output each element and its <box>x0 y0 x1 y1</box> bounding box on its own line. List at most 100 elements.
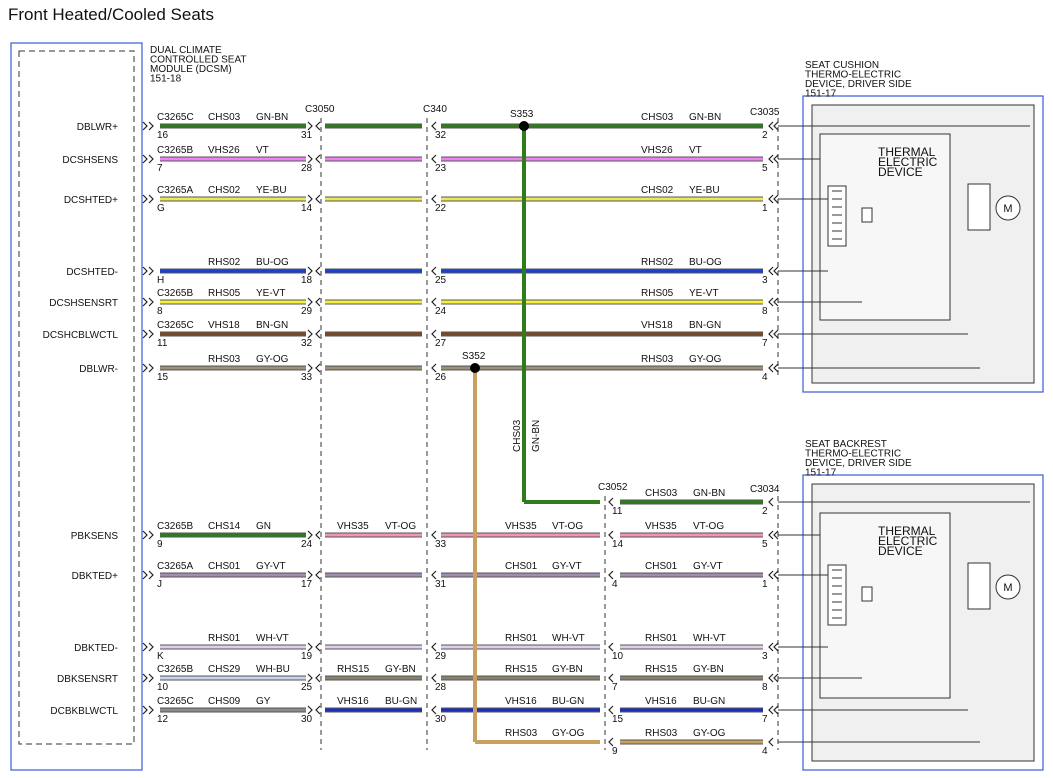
circuit-a-label: VHS18 <box>208 320 240 331</box>
module-pin-arrow <box>148 266 154 276</box>
device-pin-number: 1 <box>762 579 768 590</box>
backrest-device-heater-coil <box>832 569 842 619</box>
c3052-arrow <box>608 570 614 580</box>
c3052-arrow <box>608 530 614 540</box>
c3050-arrow-left <box>307 329 313 339</box>
c340-arrow <box>431 363 437 373</box>
color-b-label: BU-GN <box>693 696 725 707</box>
cushion-device-thermal-label: THERMAL <box>878 145 936 159</box>
module-box <box>10 42 143 771</box>
color-a-label: YE-BU <box>256 185 287 196</box>
backrest-device-motor-icon <box>995 574 1021 600</box>
device-arrow <box>773 363 779 373</box>
cushion-device-heater-icon <box>827 185 847 247</box>
conn-a-label: C3265A <box>157 185 193 196</box>
color-a-label: WH-VT <box>256 633 289 644</box>
c340-pin-number: 23 <box>435 163 447 174</box>
conn-a-label: C3265C <box>157 696 194 707</box>
device-arrow <box>773 570 779 580</box>
color-m2-label: GY-BN <box>552 664 583 675</box>
circuit-a-label: RHS03 <box>208 354 241 365</box>
device-arrow <box>768 329 774 339</box>
color-b-label: BN-GN <box>689 320 721 331</box>
color-label: GN-BN <box>693 488 725 499</box>
backrest-device-heater-icon <box>827 564 847 626</box>
color-mid-label: VT-OG <box>385 521 416 532</box>
cushion-device-title-line: DEVICE, DRIVER SIDE <box>805 79 912 90</box>
c3050-arrow-left <box>307 121 313 131</box>
s353-splice-dot <box>519 121 529 131</box>
device-pin-number: 5 <box>762 163 768 174</box>
backrest-device-title-line: DEVICE, DRIVER SIDE <box>805 458 912 469</box>
s353-vertical-color: GN-BN <box>531 420 542 452</box>
backrest-device-motor-label: M <box>1003 582 1012 594</box>
device-pin-number: 7 <box>762 714 768 725</box>
backrest-device-thermal-label: DEVICE <box>878 544 923 558</box>
c3050-arrow-right <box>315 194 321 204</box>
c3050-arrow-right <box>315 121 321 131</box>
device-arrow <box>773 329 779 339</box>
c340-pin-number: 30 <box>435 714 447 725</box>
c3050-arrow-right <box>315 570 321 580</box>
cushion-device-title-line: 151-17 <box>805 89 837 100</box>
pin-name-1: DCSHSENS <box>62 155 118 166</box>
c3050-pin-number: 25 <box>301 682 313 693</box>
c3050-arrow-left <box>307 363 313 373</box>
wires-layer <box>160 121 763 745</box>
circuit-a-label: RHS02 <box>208 257 241 268</box>
module-pin-arrow <box>148 570 154 580</box>
cushion-device-blower-icon <box>967 183 991 231</box>
s353-label: S353 <box>510 109 534 120</box>
circuit-b-label: RHS03 <box>641 354 674 365</box>
module-pin-arrow <box>142 154 148 164</box>
color-label: GY-OG <box>693 728 726 739</box>
s353-vertical-circuit: CHS03 <box>512 419 523 452</box>
cushion-device-motor-label: M <box>1003 203 1012 215</box>
module-pin-arrow <box>148 530 154 540</box>
c340-arrow <box>431 297 437 307</box>
c3052-arrow <box>608 497 614 507</box>
device-arrow <box>773 673 779 683</box>
c3052-pin-number: 11 <box>612 506 623 517</box>
device-arrow <box>768 297 774 307</box>
pin-name-9: DBKTED- <box>74 643 118 654</box>
c340-arrow <box>431 154 437 164</box>
device-arrow <box>768 363 774 373</box>
circuit-a-label: CHS02 <box>208 185 241 196</box>
c3050-arrow-left <box>307 530 313 540</box>
rhs03-bottom-color: GY-OG <box>552 728 585 739</box>
pin-name-7: PBKSENS <box>71 531 119 542</box>
module-pin-number: K <box>157 651 164 662</box>
pin-name-6: DBLWR- <box>79 364 118 375</box>
device-arrow <box>773 194 779 204</box>
c3052-pin-number: 10 <box>612 651 624 662</box>
c3052-label: C3052 <box>598 482 628 493</box>
device-arrow <box>768 705 774 715</box>
c340-pin-number: 24 <box>435 306 447 317</box>
c340-pin-number: 29 <box>435 651 447 662</box>
s352-label: S352 <box>462 351 486 362</box>
c3050-arrow-left <box>307 705 313 715</box>
color-b-label: VT <box>689 145 702 156</box>
color-a-label: WH-BU <box>256 664 290 675</box>
c3050-arrow-left <box>307 642 313 652</box>
device-pin-number: 1 <box>762 203 768 214</box>
device-arrow <box>773 642 779 652</box>
device-arrow <box>773 121 779 131</box>
c3050-pin-number: 32 <box>301 338 313 349</box>
c340-pin-number: 31 <box>435 579 447 590</box>
c3052-pin-number: 9 <box>612 746 618 757</box>
module-pin-number: H <box>157 275 164 286</box>
color-b-label: GY-BN <box>693 664 724 675</box>
cushion-device-title-line: SEAT CUSHION <box>805 60 879 71</box>
device-pin-number: 7 <box>762 338 768 349</box>
c3052-arrow <box>608 737 614 747</box>
c3050-arrow-right <box>315 705 321 715</box>
c3050-arrow-left <box>307 673 313 683</box>
c3050-arrow-left <box>307 154 313 164</box>
backrest-device-thermal-label: ELECTRIC <box>878 534 938 548</box>
module-pin-arrow <box>148 329 154 339</box>
module-label-line: CONTROLLED SEAT <box>150 55 247 66</box>
c340-pin-number: 28 <box>435 682 447 693</box>
circuit-b-label: RHS01 <box>645 633 678 644</box>
